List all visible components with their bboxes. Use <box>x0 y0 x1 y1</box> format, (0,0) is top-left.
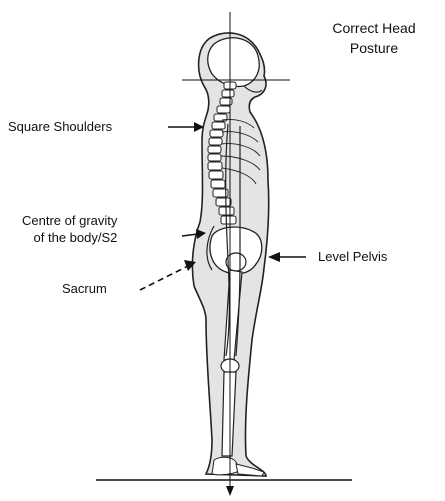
hip-joint <box>226 253 246 271</box>
cog-line-2: of the body/S2 <box>22 229 117 246</box>
cog-line-1: Centre of gravity <box>22 212 117 229</box>
diagram-title: Correct Head Posture <box>306 18 442 58</box>
title-line-2: Posture <box>306 38 442 58</box>
label-square-shoulders: Square Shoulders <box>8 118 112 135</box>
label-level-pelvis: Level Pelvis <box>318 248 387 265</box>
title-line-1: Correct Head <box>306 18 442 38</box>
label-sacrum: Sacrum <box>62 280 107 297</box>
plumb-arrow-icon <box>226 486 234 496</box>
label-centre-of-gravity: Centre of gravity of the body/S2 <box>22 212 117 246</box>
